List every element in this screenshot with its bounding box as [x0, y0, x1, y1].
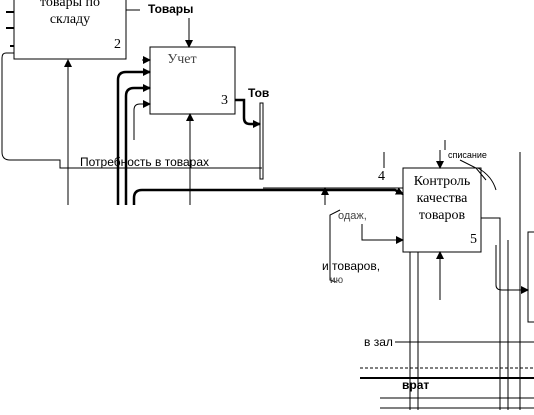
label-potrebnost: Потребность в товарах — [80, 155, 210, 169]
box3-number: 3 — [221, 93, 228, 108]
line-right-4 — [481, 217, 501, 410]
arrow-lower-right — [361, 224, 404, 244]
arrow-box3-out — [235, 98, 261, 128]
box2-title-line2: складу — [49, 12, 91, 27]
label-tovary: Товары — [148, 2, 194, 16]
arrow-spisanie — [459, 159, 487, 181]
label-spisanie: списание — [448, 150, 487, 160]
label-partial-mid: одаж, — [338, 210, 367, 222]
arrow-potrebnost-loop — [1, 52, 262, 169]
arrow-thick-box3-a — [116, 68, 151, 205]
box5-number: 5 — [470, 232, 477, 247]
label-zal: в зал — [364, 335, 393, 349]
function-box-6-edge — [527, 231, 534, 323]
function-box-2 — [13, 0, 127, 60]
left-ticks — [6, 11, 14, 47]
line-right-3 — [495, 245, 529, 294]
function-box-4-edge — [259, 102, 264, 180]
arrow-thick-box3-b — [124, 84, 151, 205]
function-box-3 — [149, 46, 236, 115]
arrow-thick-to-box5 — [132, 187, 404, 205]
label-partial-low2: ию — [330, 275, 344, 286]
label-vozvrat: врат — [402, 378, 430, 392]
label-tov-partial: Тов — [248, 86, 270, 100]
arrow-spisanie-b — [477, 167, 497, 191]
arrow-lower-left — [329, 209, 341, 283]
box5-title-line2: качества — [416, 191, 468, 206]
box2-number: 2 — [114, 37, 121, 52]
box5-title-line1: Контроль — [413, 174, 471, 189]
label-partial-low1: и товаров, — [322, 259, 381, 273]
label-box4-number: 4 — [378, 169, 385, 184]
box2-title-line1: товары по — [40, 0, 100, 10]
box5-title-line3: товаров — [418, 208, 466, 223]
arrow-thin-box3-c — [133, 100, 151, 140]
box3-title-line1: Учет — [167, 52, 197, 67]
